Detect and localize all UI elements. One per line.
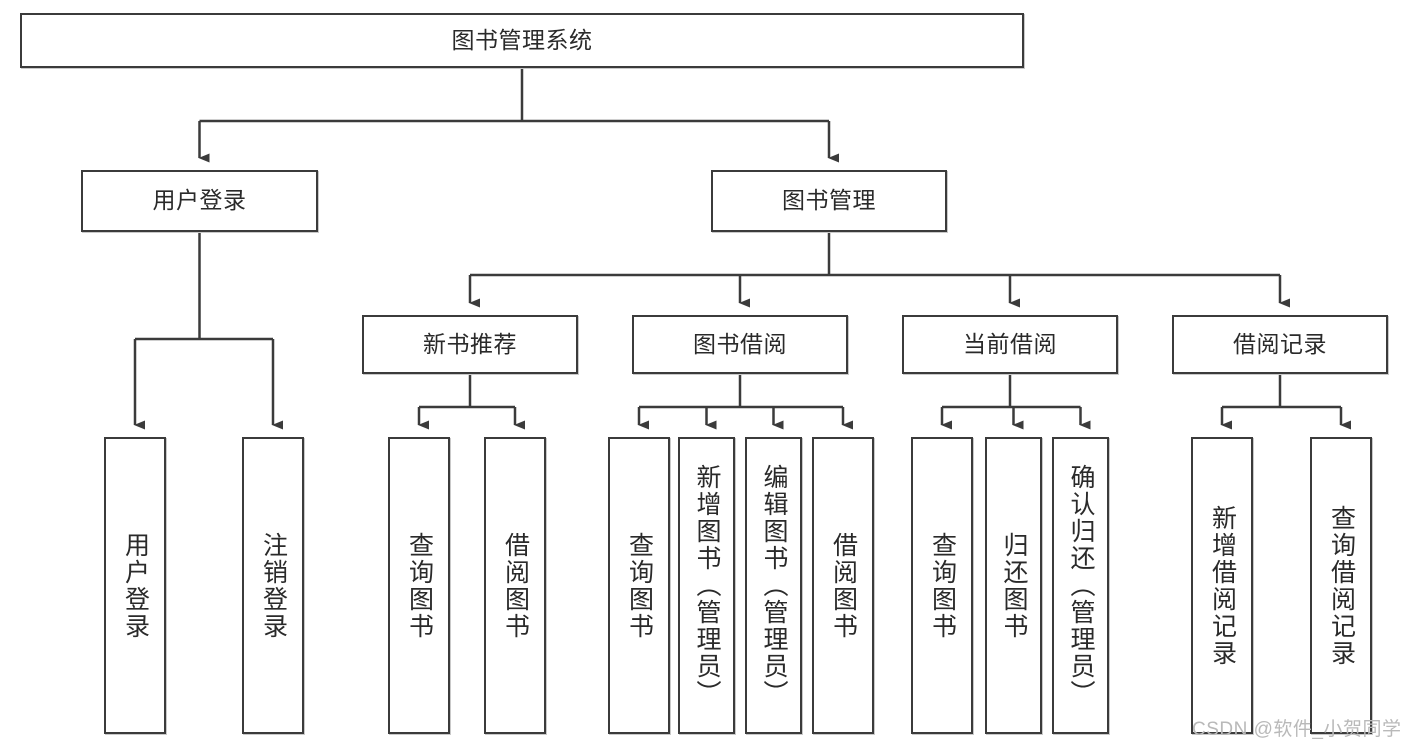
node-leaf-add-book[interactable]: 新增图书（管理员） — [678, 437, 735, 734]
node-book-manage[interactable]: 图书管理 — [711, 170, 947, 232]
node-leaf-return-book[interactable]: 归还图书 — [985, 437, 1042, 734]
node-label-leaf-return-book: 归还图书 — [1000, 531, 1028, 640]
node-leaf-confirm-return[interactable]: 确认归还（管理员） — [1052, 437, 1109, 734]
node-leaf-borrow-book-2[interactable]: 借阅图书 — [812, 437, 874, 734]
csdn-watermark: CSDN @软件_小贺同学 — [1192, 719, 1402, 740]
node-leaf-query-record[interactable]: 查询借阅记录 — [1310, 437, 1372, 734]
node-leaf-user-login[interactable]: 用户登录 — [104, 437, 166, 734]
node-new-book-rec[interactable]: 新书推荐 — [362, 315, 578, 374]
node-leaf-logout[interactable]: 注销登录 — [242, 437, 304, 734]
node-book-borrow[interactable]: 图书借阅 — [632, 315, 848, 374]
node-label-borrow-record: 借阅记录 — [1233, 330, 1327, 357]
node-leaf-borrow-book-1[interactable]: 借阅图书 — [484, 437, 546, 734]
node-label-leaf-edit-book: 编辑图书（管理员） — [760, 464, 788, 707]
node-label-current-borrow: 当前借阅 — [963, 330, 1057, 357]
node-label-leaf-confirm-return: 确认归还（管理员） — [1067, 464, 1095, 707]
node-borrow-record[interactable]: 借阅记录 — [1172, 315, 1388, 374]
node-label-leaf-query-book-3: 查询图书 — [928, 531, 957, 640]
node-label-user-login: 用户登录 — [152, 187, 247, 214]
node-user-login[interactable]: 用户登录 — [81, 170, 318, 232]
node-leaf-add-record[interactable]: 新增借阅记录 — [1191, 437, 1253, 734]
node-leaf-query-book-2[interactable]: 查询图书 — [608, 437, 670, 734]
node-label-leaf-query-record: 查询借阅记录 — [1327, 504, 1356, 667]
node-label-leaf-query-book-1: 查询图书 — [405, 531, 434, 640]
node-root[interactable]: 图书管理系统 — [20, 13, 1024, 68]
node-label-leaf-query-book-2: 查询图书 — [625, 531, 654, 640]
node-label-new-book-rec: 新书推荐 — [423, 330, 517, 357]
node-current-borrow[interactable]: 当前借阅 — [902, 315, 1118, 374]
node-label-leaf-borrow-book-1: 借阅图书 — [501, 531, 530, 640]
node-label-leaf-add-record: 新增借阅记录 — [1208, 504, 1237, 667]
node-label-book-borrow: 图书借阅 — [693, 330, 787, 357]
node-leaf-query-book-3[interactable]: 查询图书 — [911, 437, 973, 734]
node-leaf-edit-book[interactable]: 编辑图书（管理员） — [745, 437, 802, 734]
node-label-leaf-user-login: 用户登录 — [121, 531, 150, 640]
node-label-leaf-add-book: 新增图书（管理员） — [693, 464, 721, 707]
node-label-leaf-borrow-book-2: 借阅图书 — [829, 531, 858, 640]
node-label-root: 图书管理系统 — [451, 26, 593, 53]
node-label-leaf-logout: 注销登录 — [259, 531, 288, 640]
node-label-book-manage: 图书管理 — [782, 187, 876, 214]
node-leaf-query-book-1[interactable]: 查询图书 — [388, 437, 450, 734]
